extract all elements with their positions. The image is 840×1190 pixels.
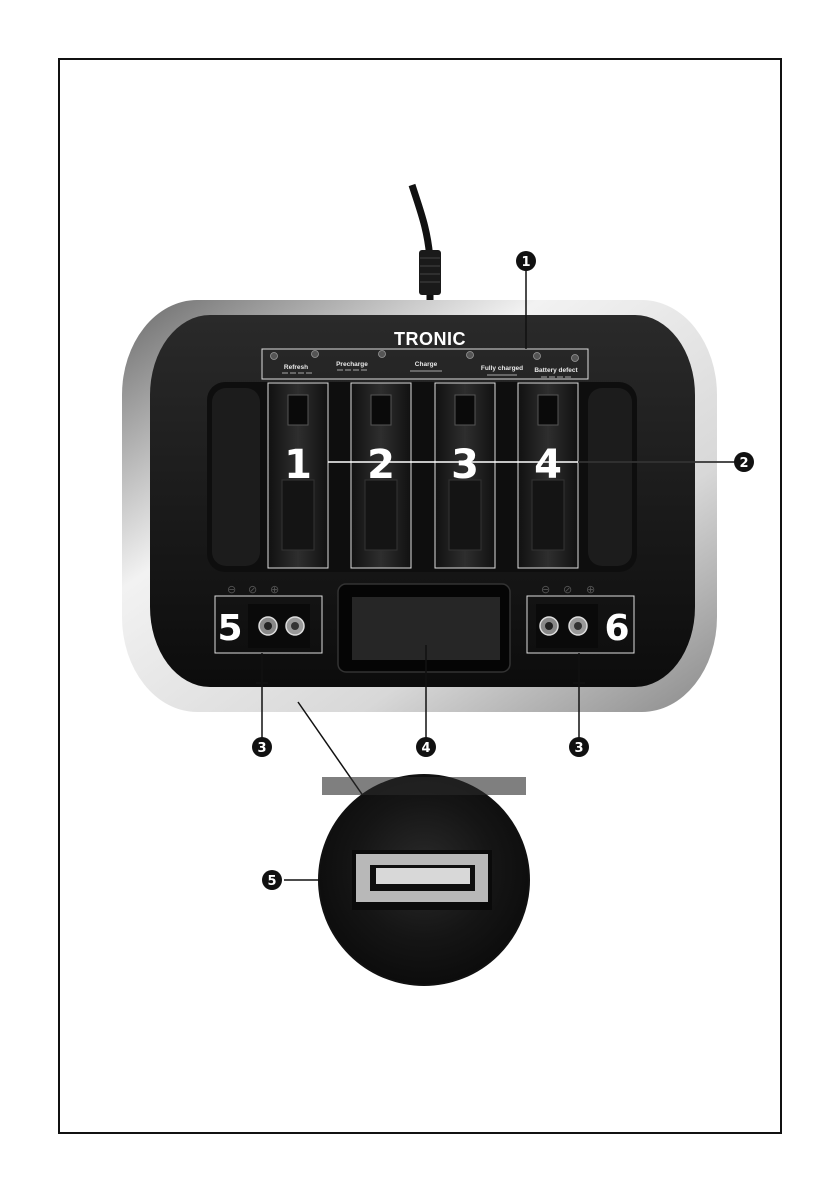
minus-symbol-left: ⊖ bbox=[227, 583, 236, 596]
led-label-refresh: Refresh bbox=[284, 364, 308, 371]
port-number-6: 6 bbox=[604, 608, 629, 649]
svg-text:2: 2 bbox=[739, 456, 748, 471]
battery-slot-3[interactable]: 3 bbox=[435, 383, 495, 568]
bay-right-cushion bbox=[588, 388, 632, 566]
plus-symbol-right: ⊕ bbox=[586, 583, 595, 596]
lcd-display bbox=[338, 584, 510, 672]
led-label-fully-charged: Fully charged bbox=[481, 365, 523, 372]
cable-strain-relief bbox=[419, 250, 441, 295]
led-label-battery-defect: Battery defect bbox=[534, 367, 578, 374]
svg-text:3: 3 bbox=[257, 741, 266, 756]
callout-3-left: 3 bbox=[252, 737, 272, 757]
mid-symbol-left: ⊘ bbox=[248, 583, 257, 596]
slot-number-4: 4 bbox=[534, 442, 562, 488]
slot-number-3: 3 bbox=[451, 442, 479, 488]
svg-text:5: 5 bbox=[267, 874, 276, 889]
led-label-charge: Charge bbox=[415, 361, 438, 368]
callout-3-right: 3 bbox=[569, 737, 589, 757]
port-number-5: 5 bbox=[217, 608, 242, 649]
usb-port-zoom bbox=[319, 775, 529, 985]
battery-slot-2[interactable]: 2 bbox=[351, 383, 411, 568]
battery-slot-4[interactable]: 4 bbox=[518, 383, 578, 568]
slot-number-2: 2 bbox=[367, 442, 395, 488]
callout-4: 4 bbox=[416, 737, 436, 757]
callout-1: 1 bbox=[516, 251, 536, 271]
svg-text:3: 3 bbox=[574, 741, 583, 756]
minus-symbol-right: ⊖ bbox=[541, 583, 550, 596]
slot-number-1: 1 bbox=[284, 442, 312, 488]
usb-port[interactable] bbox=[352, 850, 492, 910]
battery-slot-1[interactable]: 1 bbox=[268, 383, 328, 568]
bay-left-cushion bbox=[212, 388, 260, 566]
led-label-precharge: Precharge bbox=[336, 361, 368, 368]
svg-text:1: 1 bbox=[521, 255, 530, 270]
mid-symbol-right: ⊘ bbox=[563, 583, 572, 596]
callout-2: 2 bbox=[734, 452, 754, 472]
callout-5: 5 bbox=[262, 870, 282, 890]
plus-symbol-left: ⊕ bbox=[270, 583, 279, 596]
svg-text:4: 4 bbox=[421, 741, 430, 756]
brand-logo: TRONIC bbox=[394, 329, 466, 349]
